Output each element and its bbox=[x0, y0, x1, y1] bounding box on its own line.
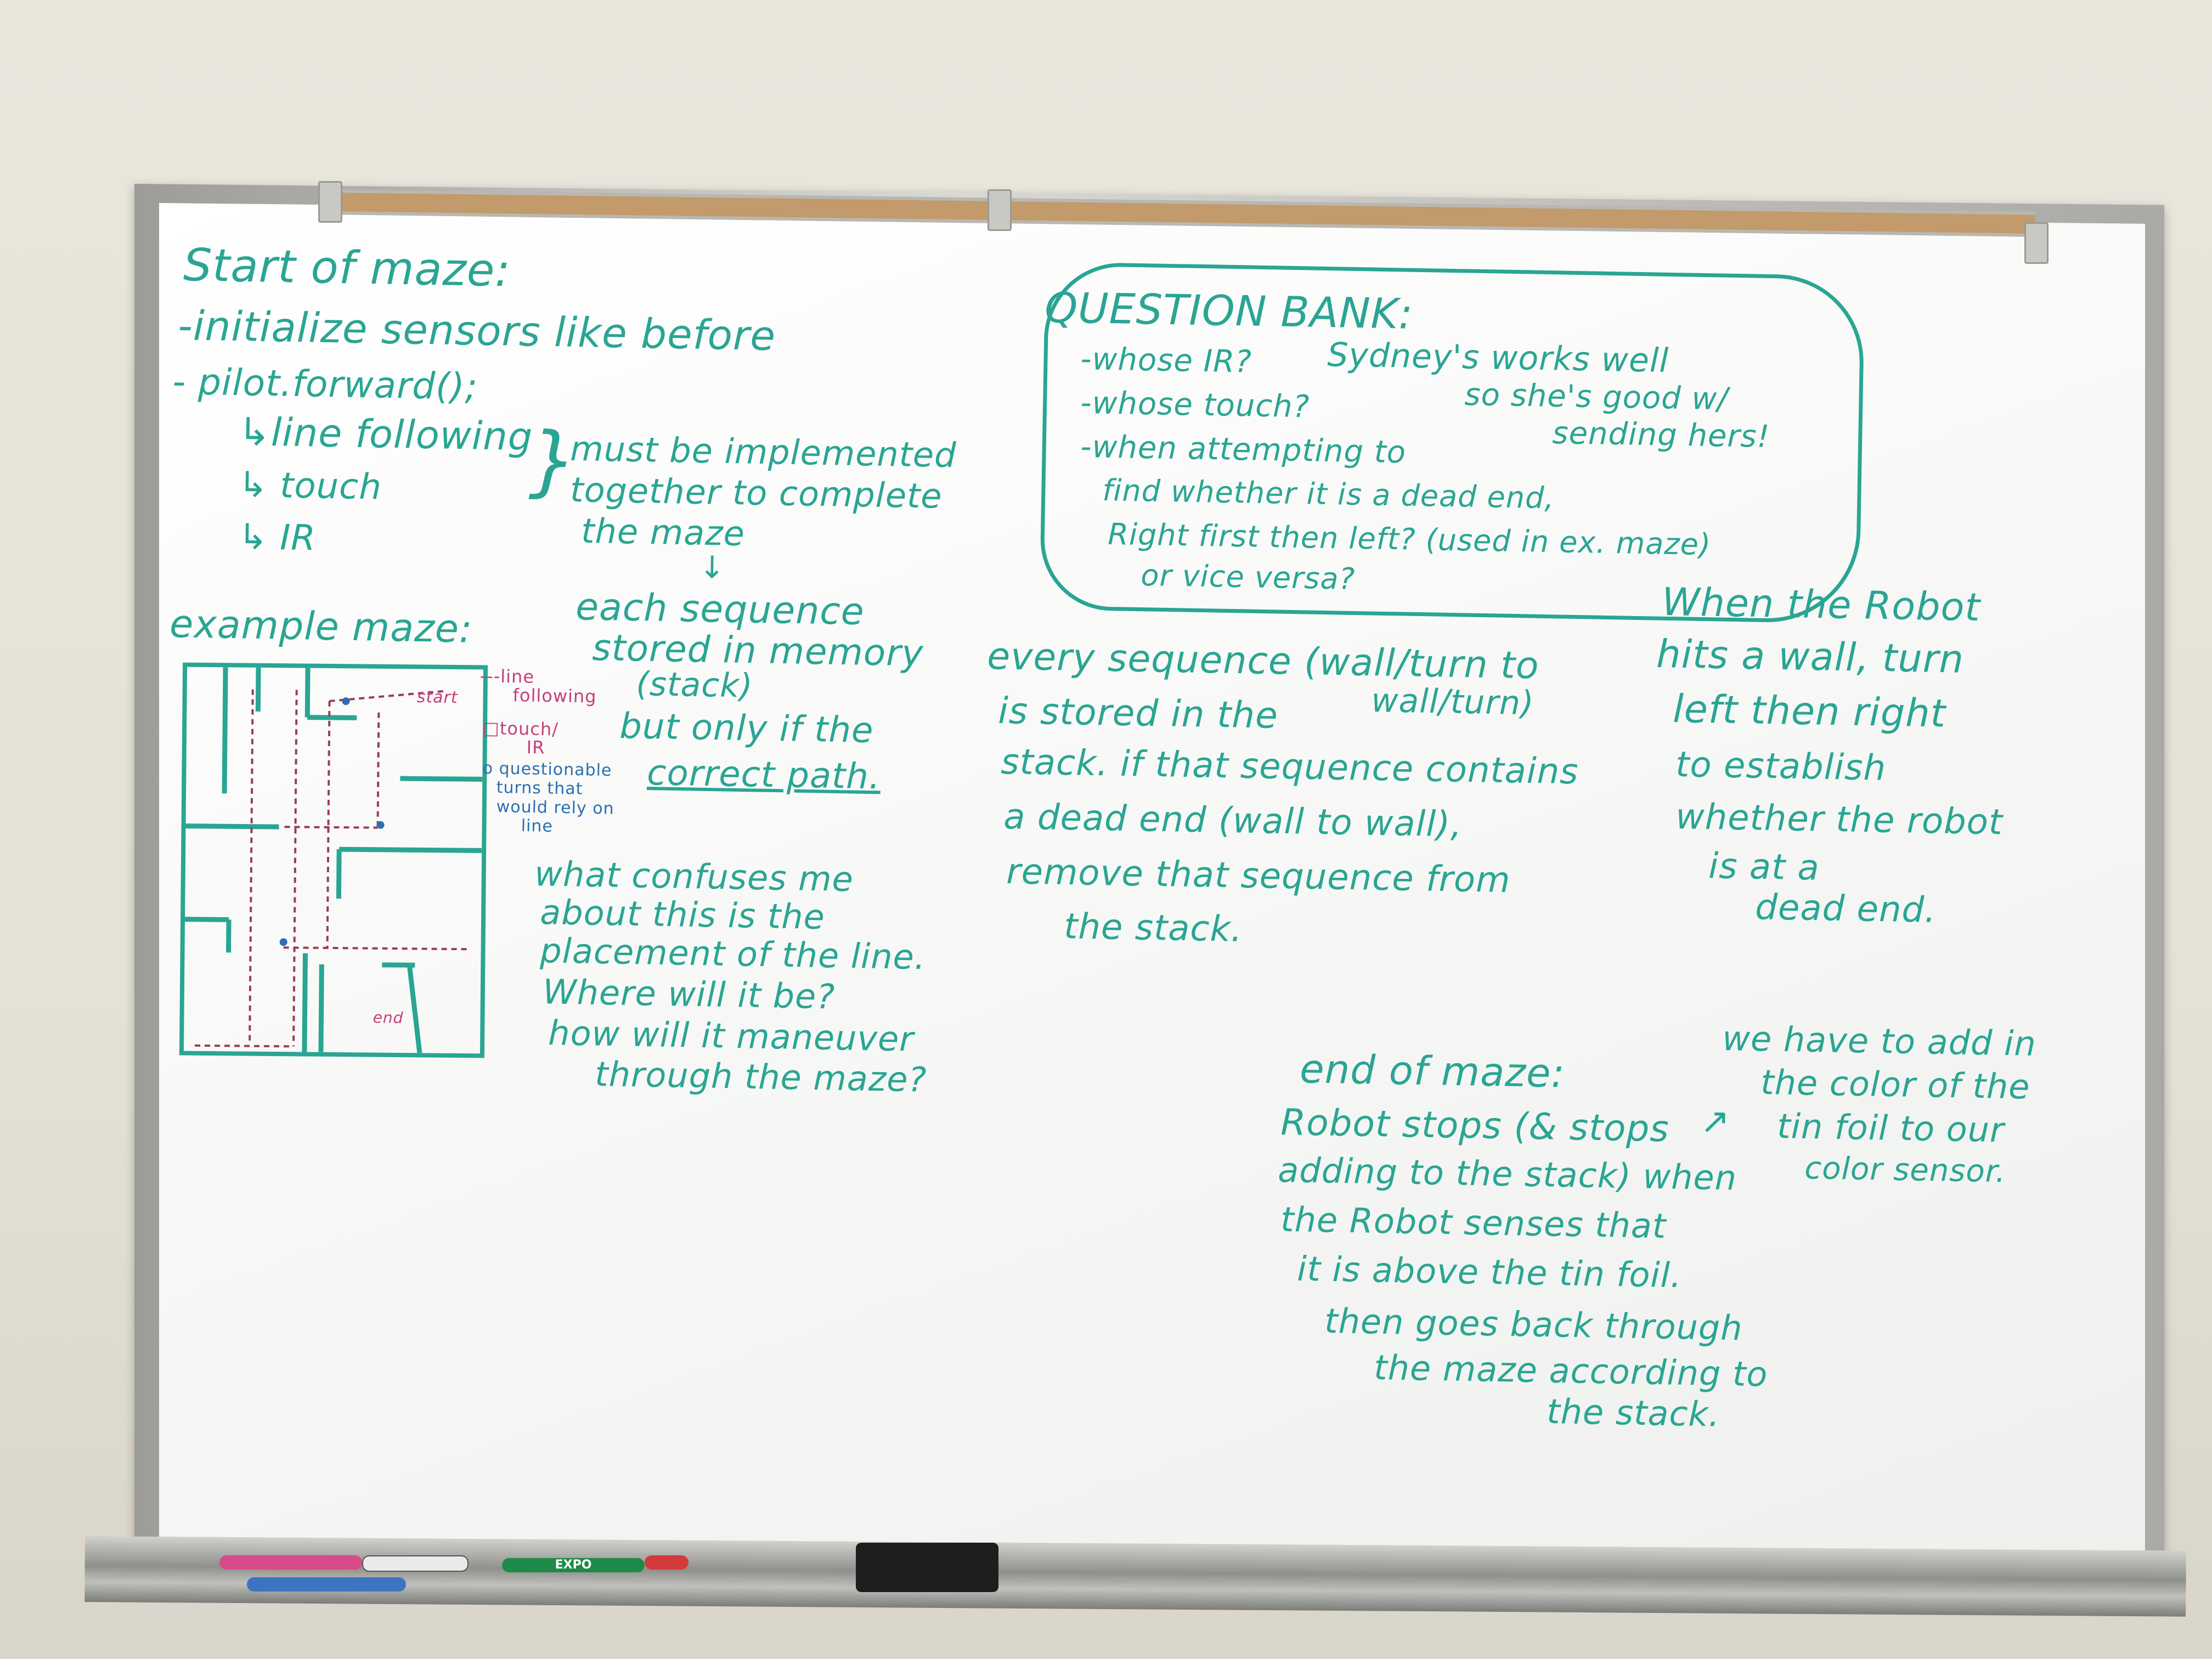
right-line-6: is at a bbox=[1708, 846, 1820, 889]
confuse-note-6: through the maze? bbox=[594, 1054, 928, 1100]
left-sub-touch: ↳ touch bbox=[238, 465, 382, 508]
answer-1: Sydney's works well bbox=[1327, 336, 1669, 380]
right-line-2: hits a wall, turn bbox=[1656, 631, 1965, 682]
right-line-4: to establish bbox=[1675, 744, 1887, 789]
middle-line-6: the stack. bbox=[1063, 906, 1243, 950]
map-clip-middle bbox=[988, 189, 1012, 231]
confuse-note-3: placement of the line. bbox=[539, 930, 927, 978]
legend-touch-a: □touch/ bbox=[482, 718, 559, 740]
marker-tray bbox=[84, 1536, 2186, 1617]
question-2: -whose touch? bbox=[1080, 385, 1310, 425]
question-3d: or vice versa? bbox=[1140, 558, 1356, 596]
legend-questionable-d: line bbox=[521, 816, 554, 837]
legend-questionable-c: would rely on bbox=[496, 797, 614, 819]
right-line-3: left then right bbox=[1672, 686, 1946, 736]
legend-touch-b: IR bbox=[526, 737, 545, 758]
map-clip-right bbox=[2024, 222, 2049, 264]
whiteboard-eraser[interactable] bbox=[856, 1543, 998, 1592]
confuse-note-5: how will it maneuver bbox=[548, 1013, 915, 1059]
end-side-2: the color of the bbox=[1760, 1062, 2031, 1107]
legend-line-following-b: following bbox=[512, 685, 597, 707]
confuse-note-1: what confuses me bbox=[534, 854, 854, 900]
end-side-3: tin foil to our bbox=[1776, 1106, 2005, 1150]
right-line-5: whether the robot bbox=[1675, 797, 2004, 843]
maze-walls-svg bbox=[185, 667, 483, 1053]
end-line-3: the Robot senses that bbox=[1280, 1199, 1667, 1246]
marker-red-cap[interactable] bbox=[645, 1555, 689, 1570]
end-of-maze-title: end of maze: bbox=[1299, 1046, 1566, 1097]
marker-blue[interactable] bbox=[247, 1577, 406, 1592]
end-line-4: it is above the tin foil. bbox=[1296, 1249, 1683, 1296]
left-line-pilot: - pilot.forward(); bbox=[172, 360, 478, 408]
confuse-note-2: about this is the bbox=[539, 892, 826, 938]
sequence-note-4: but only if the bbox=[619, 706, 874, 752]
end-line-6: the maze according to bbox=[1373, 1347, 1768, 1395]
right-line-1: When the Robot bbox=[1661, 579, 1981, 630]
map-clip-left bbox=[318, 181, 342, 223]
legend-questionable-a: o questionable bbox=[482, 759, 612, 781]
brace-note-3: the maze bbox=[580, 511, 746, 554]
end-line-2: adding to the stack) when bbox=[1277, 1150, 1737, 1198]
marker-pink[interactable] bbox=[219, 1555, 362, 1570]
example-maze-drawing bbox=[179, 662, 488, 1058]
left-sub-line-following: ↳line following bbox=[238, 409, 533, 460]
end-line-5: then goes back through bbox=[1324, 1301, 1743, 1348]
brace-note-1: must be implemented bbox=[569, 428, 957, 476]
maze-end-label: end bbox=[373, 1008, 404, 1027]
confuse-note-4: Where will it be? bbox=[542, 972, 836, 1017]
left-line-initialize: -initialize sensors like before bbox=[177, 302, 776, 360]
middle-line-1: every sequence (wall/turn to bbox=[986, 635, 1540, 688]
middle-line-4: a dead end (wall to wall), bbox=[1003, 797, 1463, 845]
question-bank-title: QUESTION BANK: bbox=[1044, 283, 1414, 338]
brace-note-2: together to complete bbox=[569, 470, 943, 516]
legend-line-following-a: ---line bbox=[479, 665, 535, 687]
end-side-4: color sensor. bbox=[1804, 1150, 2006, 1190]
marker-black[interactable] bbox=[362, 1555, 469, 1572]
end-arrow: ↗ bbox=[1700, 1101, 1731, 1142]
maze-start-label: start bbox=[416, 687, 458, 708]
answer-3: sending hers! bbox=[1551, 415, 1770, 455]
end-line-7: the stack. bbox=[1546, 1391, 1720, 1435]
middle-line-2b: wall/turn) bbox=[1370, 681, 1535, 723]
question-3b: find whether it is a dead end, bbox=[1102, 473, 1555, 516]
question-3: -when attempting to bbox=[1080, 429, 1407, 471]
sequence-note-3: (stack) bbox=[635, 665, 754, 706]
marker-green[interactable]: EXPO bbox=[502, 1558, 645, 1572]
end-line-1: Robot stops (& stops bbox=[1280, 1101, 1670, 1150]
end-side-1: we have to add in bbox=[1722, 1018, 2037, 1064]
start-of-maze-title: Start of maze: bbox=[183, 239, 511, 297]
example-maze-label: example maze: bbox=[169, 601, 473, 652]
middle-line-5: remove that sequence from bbox=[1006, 851, 1511, 901]
question-1: -whose IR? bbox=[1080, 341, 1252, 380]
sequence-note-5: correct path. bbox=[646, 753, 881, 798]
right-line-7: dead end. bbox=[1754, 887, 1937, 931]
legend-questionable-b: turns that bbox=[496, 778, 583, 799]
left-sub-ir: ↳ IR bbox=[238, 517, 317, 559]
middle-line-2: is stored in the bbox=[997, 690, 1279, 737]
answer-2: so she's good w/ bbox=[1464, 377, 1729, 417]
arrow-down: ↓ bbox=[698, 550, 726, 586]
sequence-note-1: each sequence bbox=[575, 585, 865, 634]
